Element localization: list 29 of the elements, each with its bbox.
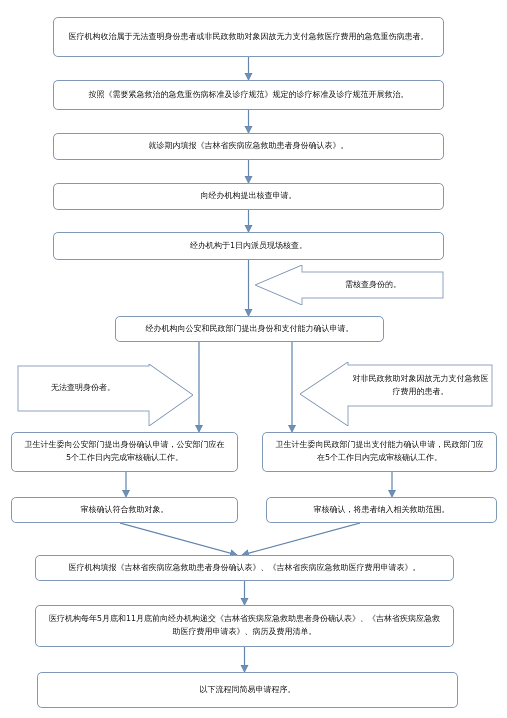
callout-arrow: 需核查身份的。 <box>255 265 444 305</box>
arrow <box>241 522 360 558</box>
process-box: 经办机构于1日内派员现场核查。 <box>53 232 444 260</box>
process-box: 卫生计生委向民政部门提出支付能力确认申请，民政部门应在5个工作日内完成审核确认工作。 <box>262 432 497 472</box>
arrow <box>244 260 252 317</box>
arrow <box>244 57 252 81</box>
arrow <box>288 342 296 433</box>
arrow <box>244 160 252 184</box>
arrow <box>388 472 396 498</box>
arrow <box>240 581 248 606</box>
arrow <box>195 342 203 433</box>
process-box: 就诊期内填报《吉林省疾病应急救助患者身份确认表》。 <box>53 133 444 160</box>
arrow <box>122 472 130 498</box>
process-box: 审核确认，将患者纳入相关救助范围。 <box>266 497 497 523</box>
process-box: 审核确认符合救助对象。 <box>11 497 238 523</box>
process-box: 医疗机构每年5月底和11月底前向经办机构递交《吉林省疾病应急救助患者身份确认表》、《吉林省疾病应急救助医疗费用申请表》、病历及费用清单。 <box>35 605 454 647</box>
process-box: 按照《需要紧急救治的急危重伤病标准及诊疗规范》规定的诊疗标准及诊疗规范开展救治。 <box>53 80 444 110</box>
arrow <box>244 210 252 233</box>
process-box: 经办机构向公安和民政部门提出身份和支付能力确认申请。 <box>115 316 384 342</box>
process-box: 医疗机构填报《吉林省疾病应急救助患者身份确认表》、《吉林省疾病应急救助医疗费用申请表》。 <box>35 555 454 581</box>
callout-arrow: 无法查明身份者。 <box>17 364 193 426</box>
process-box: 向经办机构提出核查申请。 <box>53 183 444 210</box>
process-box: 以下流程同简易申请程序。 <box>37 672 458 708</box>
arrow <box>244 110 252 134</box>
process-box: 卫生计生委向公安部门提出身份确认申请，公安部门应在5个工作日内完成审核确认工作。 <box>11 432 238 472</box>
callout-arrow: 对非民政救助对象因故无力支付急救医疗费用的患者。 <box>300 362 493 426</box>
arrow <box>120 522 238 557</box>
process-box: 医疗机构收治属于无法查明身份患者或非民政救助对象因故无力支付急救医疗费用的急危重伤病患者。 <box>53 17 444 57</box>
arrow <box>240 647 248 673</box>
